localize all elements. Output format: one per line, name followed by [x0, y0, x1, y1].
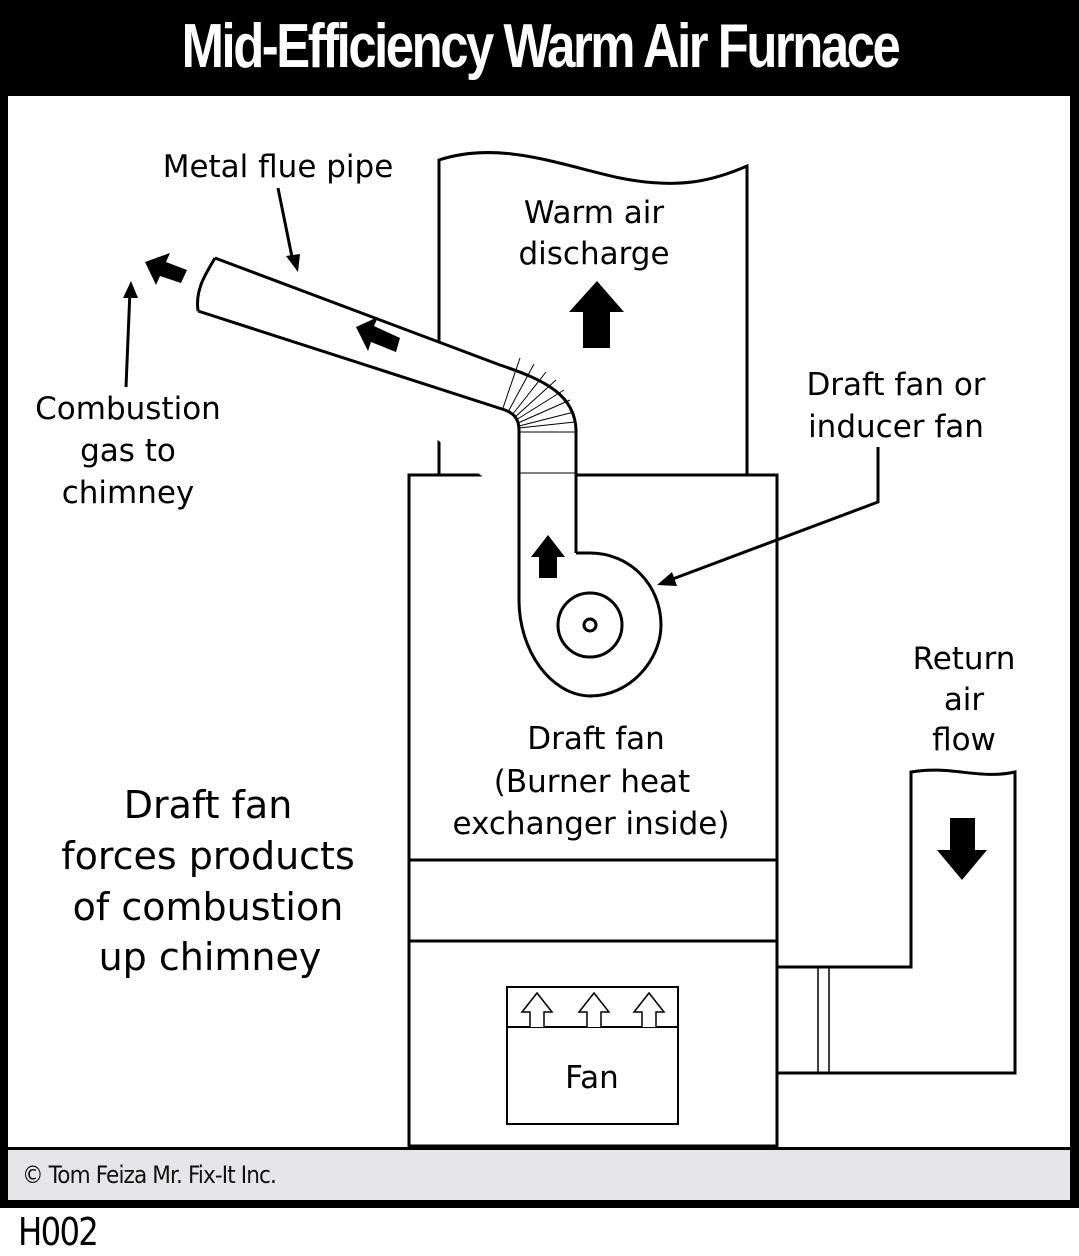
warm-air-plenum: [437, 151, 749, 474]
diagram-code: H002: [18, 1210, 99, 1254]
label-warm-air-discharge-line2: discharge: [518, 236, 669, 272]
up-arrow-outline-icon: [577, 991, 611, 1027]
furnace-cabinet: [407, 473, 779, 1148]
explanation-line1: Draft fan: [124, 783, 293, 827]
return-air-duct: [777, 768, 1017, 1075]
label-combustion-gas-line2: gas to: [80, 433, 176, 469]
label-draft-fan-burner-line1: Draft fan: [527, 721, 665, 757]
label-return-air-line2: air: [944, 682, 985, 718]
label-fan: Fan: [565, 1060, 619, 1096]
label-inducer-fan-line2: inducer fan: [808, 409, 984, 445]
title-bar: Mid-Efficiency Warm Air Furnace: [0, 0, 1079, 92]
label-inducer-fan-line1: Draft fan or: [806, 367, 985, 403]
label-combustion-gas-line3: chimney: [62, 475, 195, 511]
leader-metal-flue: [276, 187, 300, 272]
explanation-line4: up chimney: [99, 935, 322, 979]
up-arrow-outline-icon: [632, 991, 666, 1027]
metal-flue-pipe: [195, 256, 578, 600]
label-metal-flue-pipe: Metal flue pipe: [163, 149, 394, 185]
return-air-down-arrow-icon: [937, 818, 987, 880]
draft-fan-wheel: [556, 591, 624, 659]
label-return-air-line1: Return: [913, 641, 1016, 677]
diagram-title: Mid-Efficiency Warm Air Furnace: [181, 11, 900, 81]
label-draft-fan-burner-line3: exchanger inside): [453, 806, 730, 842]
footer-bar: © Tom Feiza Mr. Fix-It Inc.: [8, 1150, 1070, 1200]
explanation-line2: forces products: [61, 834, 355, 878]
label-warm-air-discharge-line1: Warm air: [524, 195, 665, 231]
flue-arrow-icon: [356, 317, 400, 352]
draft-fan-housing: [517, 551, 663, 698]
label-return-air-line3: flow: [932, 722, 996, 758]
draft-fan-hub: [582, 617, 598, 633]
copyright-text: © Tom Feiza Mr. Fix-It Inc.: [22, 1161, 277, 1189]
leader-combustion-gas: [123, 281, 138, 388]
up-arrow-outline-icon: [520, 991, 554, 1027]
leader-inducer-fan: [657, 447, 880, 586]
blower-fan-box: [506, 986, 679, 1125]
warm-air-up-arrow-icon: [569, 281, 624, 348]
explanation-line3: of combustion: [73, 885, 344, 929]
exhaust-arrow-icon: [145, 253, 187, 285]
inducer-up-arrow-icon: [531, 535, 565, 578]
label-draft-fan-burner-line2: (Burner heat: [494, 764, 690, 800]
label-combustion-gas-line1: Combustion: [35, 391, 221, 427]
blower-airflow-arrows: [520, 991, 666, 1027]
